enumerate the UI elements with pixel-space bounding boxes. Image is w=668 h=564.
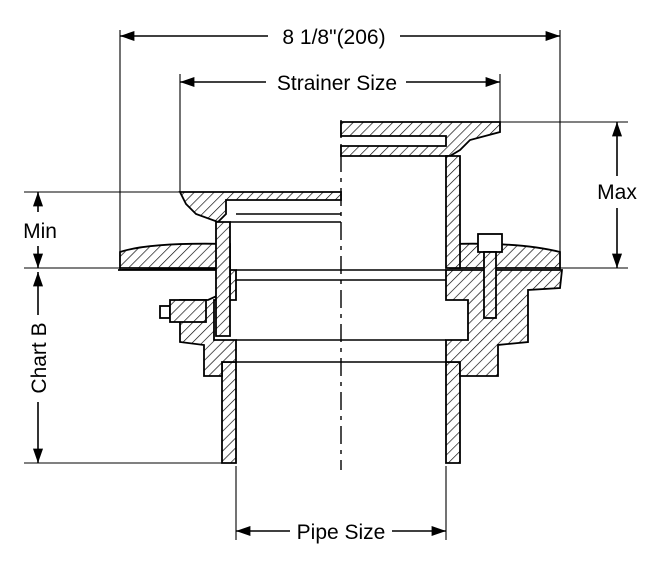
chart-b-dimension: Chart B [24,272,222,464]
strainer-max-position [340,121,501,269]
strainer-min-position [178,191,342,337]
pipe-size-dimension: Pipe Size [235,466,447,544]
pipe-outlet [221,361,461,464]
max-label: Max [597,181,637,204]
chart-b-label: Chart B [28,322,51,393]
set-screw [159,299,207,323]
strainer-size-label: Strainer Size [277,72,397,95]
min-dimension: Min [23,191,180,269]
max-dimension: Max [500,121,637,269]
pipe-size-label: Pipe Size [297,521,386,544]
overall-width-label: 8 1/8"(206) [282,26,385,49]
min-label: Min [23,220,57,243]
clamp-bolt [477,233,503,319]
strainer-size-dimension: Strainer Size [179,72,501,192]
clamping-collar [119,242,561,269]
overall-width-dimension: 8 1/8"(206) [119,26,561,270]
